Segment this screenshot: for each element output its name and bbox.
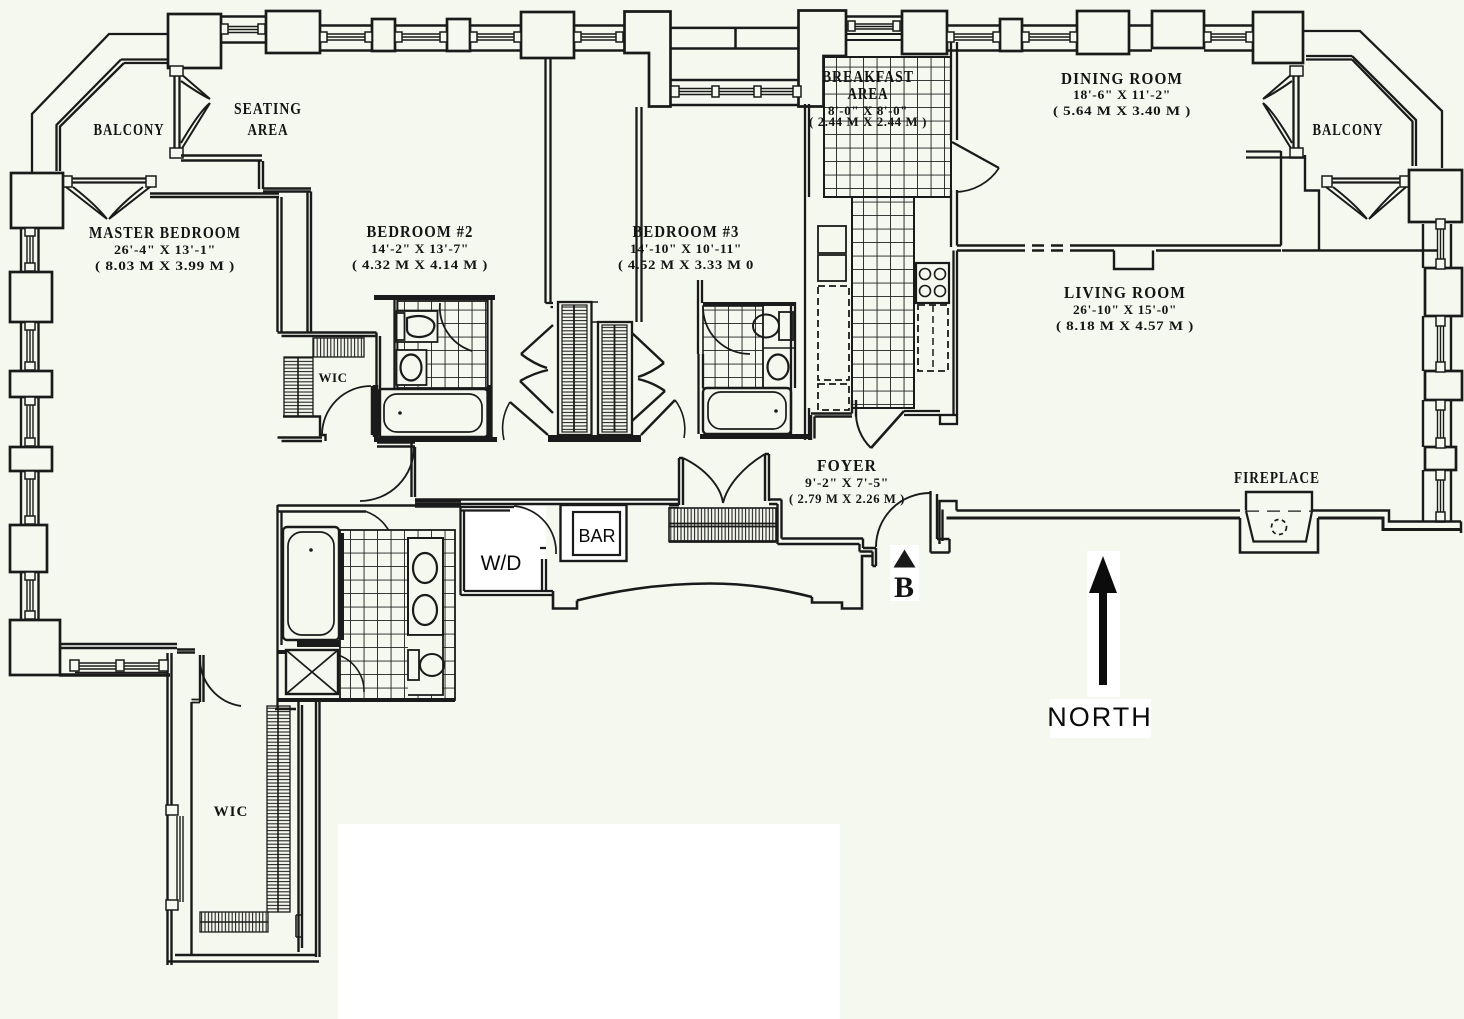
svg-text:( 4.32 M X 4.14 M ): ( 4.32 M X 4.14 M ) <box>352 257 488 272</box>
svg-text:14'-10" X 10'-11": 14'-10" X 10'-11" <box>630 241 742 256</box>
svg-text:BEDROOM #2: BEDROOM #2 <box>367 222 474 241</box>
svg-text:BALCONY: BALCONY <box>1313 120 1384 139</box>
svg-text:MASTER BEDROOM: MASTER BEDROOM <box>89 223 241 242</box>
svg-text:BREAKFAST: BREAKFAST <box>822 67 914 86</box>
svg-text:AREA: AREA <box>248 120 289 139</box>
svg-text:( 2.79 M X 2.26 M ): ( 2.79 M X 2.26 M ) <box>789 491 905 506</box>
svg-text:( 4.52 M X 3.33 M 0: ( 4.52 M X 3.33 M 0 <box>618 257 754 272</box>
svg-text:AREA: AREA <box>848 84 889 103</box>
svg-text:B: B <box>894 571 914 604</box>
svg-text:BAR: BAR <box>578 526 615 546</box>
svg-text:W/D: W/D <box>481 552 522 575</box>
svg-text:26'-4" X 13'-1": 26'-4" X 13'-1" <box>114 242 216 257</box>
svg-text:9'-2" X 7'-5": 9'-2" X 7'-5" <box>805 475 889 490</box>
svg-text:SEATING: SEATING <box>234 99 302 118</box>
svg-text:( 8.18 M X 4.57 M ): ( 8.18 M X 4.57 M ) <box>1056 318 1194 333</box>
svg-text:BEDROOM #3: BEDROOM #3 <box>633 222 740 241</box>
svg-text:18'-6" X 11'-2": 18'-6" X 11'-2" <box>1073 87 1171 102</box>
svg-text:26'-10" X 15'-0": 26'-10" X 15'-0" <box>1073 302 1177 317</box>
svg-text:FOYER: FOYER <box>817 456 877 475</box>
svg-text:BALCONY: BALCONY <box>94 120 165 139</box>
svg-text:LIVING ROOM: LIVING ROOM <box>1064 283 1186 302</box>
svg-text:FIREPLACE: FIREPLACE <box>1234 468 1320 487</box>
svg-text:8'-0" X 8'-0": 8'-0" X 8'-0" <box>828 103 908 118</box>
svg-text:DINING ROOM: DINING ROOM <box>1061 69 1183 88</box>
svg-text:WIC: WIC <box>214 804 249 820</box>
svg-text:14'-2" X 13'-7": 14'-2" X 13'-7" <box>371 241 469 256</box>
svg-text:( 2.44 M X 2.44 M ): ( 2.44 M X 2.44 M ) <box>809 114 927 129</box>
svg-text:WIC: WIC <box>319 370 348 385</box>
svg-text:( 8.03 M X 3.99 M ): ( 8.03 M X 3.99 M ) <box>95 258 235 273</box>
svg-text:NORTH: NORTH <box>1047 702 1153 732</box>
svg-text:( 5.64 M X 3.40 M ): ( 5.64 M X 3.40 M ) <box>1053 103 1191 118</box>
